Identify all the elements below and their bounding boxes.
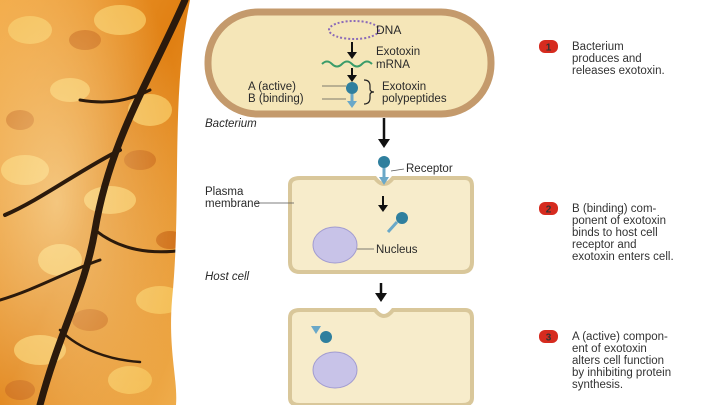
- active-toxin-icon: [311, 326, 332, 343]
- step-badge-icon: [539, 330, 558, 343]
- nucleus-label: Nucleus: [376, 244, 418, 256]
- step-2-line-2: ponent of exotoxin: [572, 215, 666, 227]
- arrow-down-icon: [378, 205, 388, 212]
- step-1-line-1: Bacterium: [572, 41, 624, 53]
- host-cell-lower: [288, 308, 474, 405]
- exotoxin-mrna-label-line2: mRNA: [376, 59, 410, 71]
- toxin-entering-icon: [386, 212, 408, 234]
- nucleus: [312, 226, 358, 264]
- step-2-line-1: B (binding) com-: [572, 203, 657, 215]
- host-cell-label: Host cell: [205, 271, 250, 283]
- polypeptides-label-line2: polypeptides: [382, 93, 447, 105]
- exotoxin-mrna-label-line1: Exotoxin: [376, 46, 420, 58]
- polypeptides-label-line1: Exotoxin: [382, 81, 426, 93]
- autumn-leaves-image: [0, 0, 190, 405]
- bacterium-label: Bacterium: [205, 118, 257, 130]
- step-1-line-2: produces and: [572, 53, 642, 65]
- a-active-label: A (active): [248, 81, 296, 93]
- toxin-ab-icon: [346, 82, 358, 108]
- step-2: 2 B (binding) com- ponent of exotoxin bi…: [539, 202, 674, 263]
- step-3-line-5: synthesis.: [572, 379, 623, 391]
- step-badge-icon: [539, 202, 558, 215]
- arrow-down-icon: [375, 293, 387, 302]
- brace-icon: [363, 79, 375, 105]
- step-1-line-3: releases exotoxin.: [572, 65, 665, 77]
- autumn-leaves-illustration: [0, 0, 190, 405]
- step-2-line-4: receptor and: [572, 239, 637, 251]
- receptor-label: Receptor: [406, 163, 453, 175]
- step-1: 1 Bacterium produces and releases exotox…: [539, 40, 665, 77]
- step-3-line-3: alters cell function: [572, 355, 664, 367]
- step-3: 3 A (active) compon- ent of exotoxin alt…: [539, 330, 671, 391]
- nucleus-lower: [312, 351, 358, 389]
- step-3-number: 3: [546, 333, 552, 344]
- dna-ring-icon: [328, 20, 380, 40]
- step-1-number: 1: [546, 43, 552, 54]
- step-2-line-5: exotoxin enters cell.: [572, 251, 674, 263]
- b-binding-label: B (binding): [248, 93, 304, 105]
- step-badge-icon: [539, 40, 558, 53]
- step-3-line-1: A (active) compon-: [572, 331, 668, 343]
- receptor-icon: [378, 156, 390, 185]
- arrow-down-icon: [378, 139, 390, 148]
- arrow-down-icon: [347, 52, 357, 59]
- plasma-membrane-label-line1: Plasma: [205, 186, 244, 198]
- dna-label: DNA: [376, 23, 401, 37]
- mrna-wave-icon: [321, 60, 373, 68]
- plasma-membrane-label-line2: membrane: [205, 198, 260, 210]
- step-2-line-3: binds to host cell: [572, 227, 658, 239]
- step-3-line-4: by inhibiting protein: [572, 367, 671, 379]
- arrow-down-icon: [347, 75, 357, 82]
- step-2-number: 2: [546, 205, 552, 216]
- step-3-line-2: ent of exotoxin: [572, 343, 647, 355]
- host-cell-upper: [288, 176, 474, 274]
